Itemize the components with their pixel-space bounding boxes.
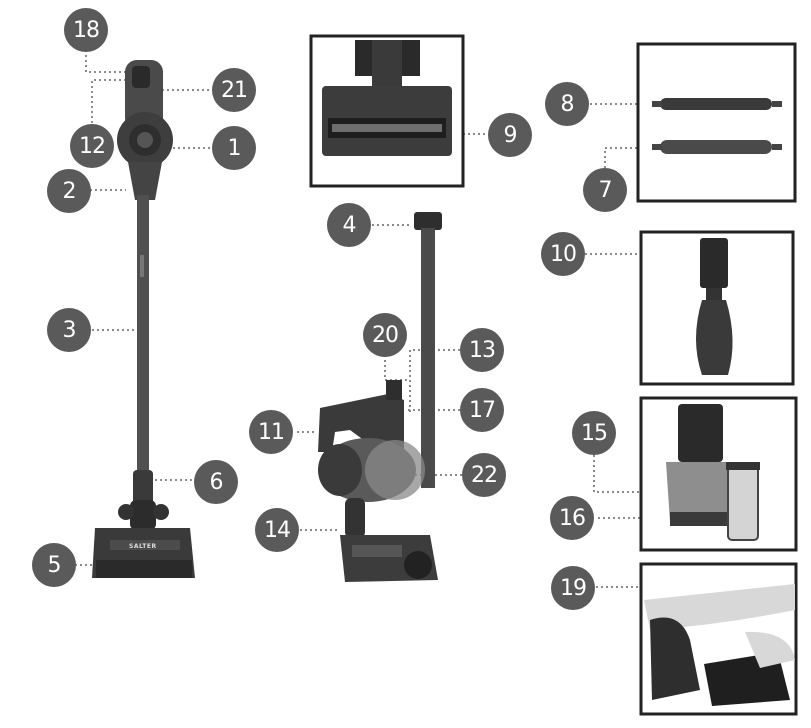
callout-number: 14: [264, 517, 291, 543]
callout-4: 4: [327, 203, 371, 247]
callout-17: 17: [460, 388, 504, 432]
panel-floorhead: [309, 34, 465, 188]
callout-number: 18: [73, 17, 100, 43]
panel-crevice-tool: [639, 230, 795, 386]
callout-number: 4: [342, 212, 357, 238]
panel-brushrolls: [636, 42, 797, 203]
callout-number: 9: [503, 122, 518, 148]
leader-20: [384, 355, 410, 381]
callout-15: 15: [572, 411, 616, 455]
leader-15: [593, 455, 672, 493]
callout-number: 2: [62, 178, 77, 204]
callout-number: 22: [471, 462, 498, 488]
callout-12: 12: [70, 124, 114, 168]
callout-number: 10: [550, 241, 577, 267]
callout-number: 8: [560, 91, 575, 117]
brand-label: SALTER: [129, 543, 157, 550]
callout-2: 2: [47, 169, 91, 213]
callout-number: 19: [560, 575, 587, 601]
callout-11: 11: [249, 410, 293, 454]
callout-18: 18: [64, 8, 108, 52]
callout-number: 17: [469, 397, 496, 423]
panel-battery-removal: [639, 562, 798, 716]
callout-5: 5: [32, 543, 76, 587]
callout-14: 14: [255, 508, 299, 552]
leader-18: [85, 50, 128, 73]
callout-number: 15: [581, 420, 608, 446]
callout-number: 21: [221, 77, 248, 103]
callout-1: 1: [212, 126, 256, 170]
callout-number: 7: [598, 177, 613, 203]
callout-3: 3: [47, 308, 91, 352]
leader-7: [604, 147, 655, 168]
handheld-vacuum-illustration: [318, 212, 442, 582]
callout-number: 1: [227, 135, 242, 161]
callout-number: 6: [209, 469, 224, 495]
panel-dustcup-filter: [639, 396, 798, 552]
callout-21: 21: [212, 68, 256, 112]
upright-vacuum-illustration: [92, 60, 195, 578]
callout-16: 16: [550, 496, 594, 540]
callout-20: 20: [363, 313, 407, 357]
callout-number: 12: [79, 133, 106, 159]
callout-7: 7: [583, 168, 627, 212]
callout-number: 16: [559, 505, 586, 531]
callout-number: 20: [372, 322, 399, 348]
callout-number: 11: [258, 419, 285, 445]
callout-19: 19: [551, 566, 595, 610]
leader-12: [91, 79, 128, 128]
leader-13: [409, 349, 460, 412]
callout-6: 6: [194, 460, 238, 504]
callout-13: 13: [460, 328, 504, 372]
callout-number: 13: [469, 337, 496, 363]
callout-number: 3: [62, 317, 77, 343]
callout-10: 10: [541, 232, 585, 276]
callout-number: 5: [47, 552, 62, 578]
callout-22: 22: [462, 453, 506, 497]
callout-9: 9: [488, 113, 532, 157]
callout-8: 8: [545, 82, 589, 126]
